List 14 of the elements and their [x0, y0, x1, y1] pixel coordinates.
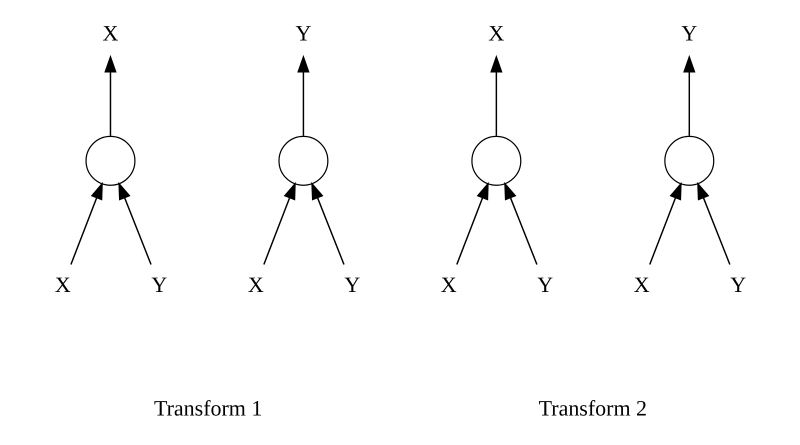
label: Transform 1: [153, 395, 262, 420]
node-text: Y: [294, 20, 311, 46]
node-text: X: [102, 20, 118, 46]
node-text: X: [633, 272, 650, 297]
node-text: Y: [536, 272, 553, 297]
node-text: X: [440, 272, 456, 297]
node-text: Y: [680, 20, 697, 46]
node-text: Y: [344, 272, 360, 297]
label: Transform 2: [538, 395, 647, 420]
node-text: X: [488, 20, 504, 46]
node-text: Y: [730, 272, 746, 297]
node-text: X: [247, 272, 264, 297]
node-text: X: [54, 272, 70, 297]
node-text: Y: [150, 272, 167, 297]
